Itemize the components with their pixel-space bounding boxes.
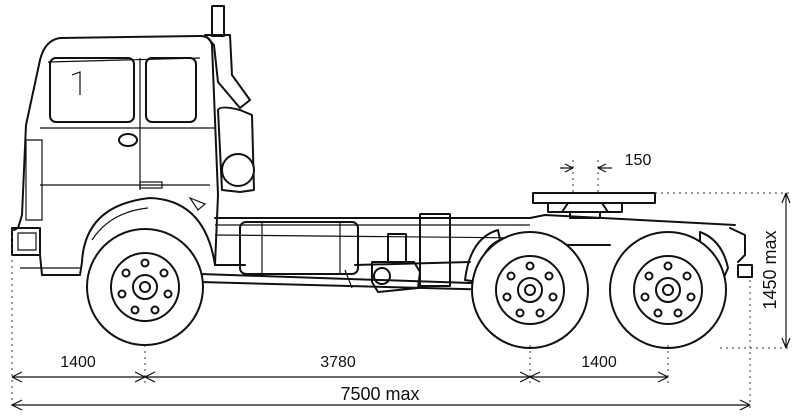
side-window [49,57,135,123]
dim-fifth-wheel-height: 1450 max [760,230,780,309]
front-fender [81,197,216,266]
door-handle [118,133,138,147]
front-wheel [86,228,204,346]
air-filter [221,153,255,187]
middle-wheel-nuts [502,261,558,318]
middle-rear-wheel [471,231,589,349]
dim-fifth-wheel-offset: 150 [625,152,652,169]
dimension-lines [11,160,791,411]
chassis-frame [199,213,753,293]
fifth-wheel-plate [532,192,656,204]
dim-wheelbase: 3780 [320,354,356,371]
fifth-wheel [532,192,656,219]
gearbox [371,261,421,293]
rear-light [737,264,753,278]
front-wheel-nuts [117,258,173,315]
transfer-case [387,233,407,263]
door-window [145,57,197,123]
exhaust-pipe [211,5,225,37]
rear-wheel-nuts [640,261,696,318]
fuel-tank [239,221,359,275]
dim-overall-length: 7500 max [340,384,419,404]
dim-front-overhang: 1400 [60,354,96,371]
truck-drawing [11,5,753,349]
dim-rear-axle-spacing: 1400 [581,354,617,371]
air-intake-stack [204,5,255,193]
battery-box [419,213,451,287]
rear-wheel [609,231,727,349]
